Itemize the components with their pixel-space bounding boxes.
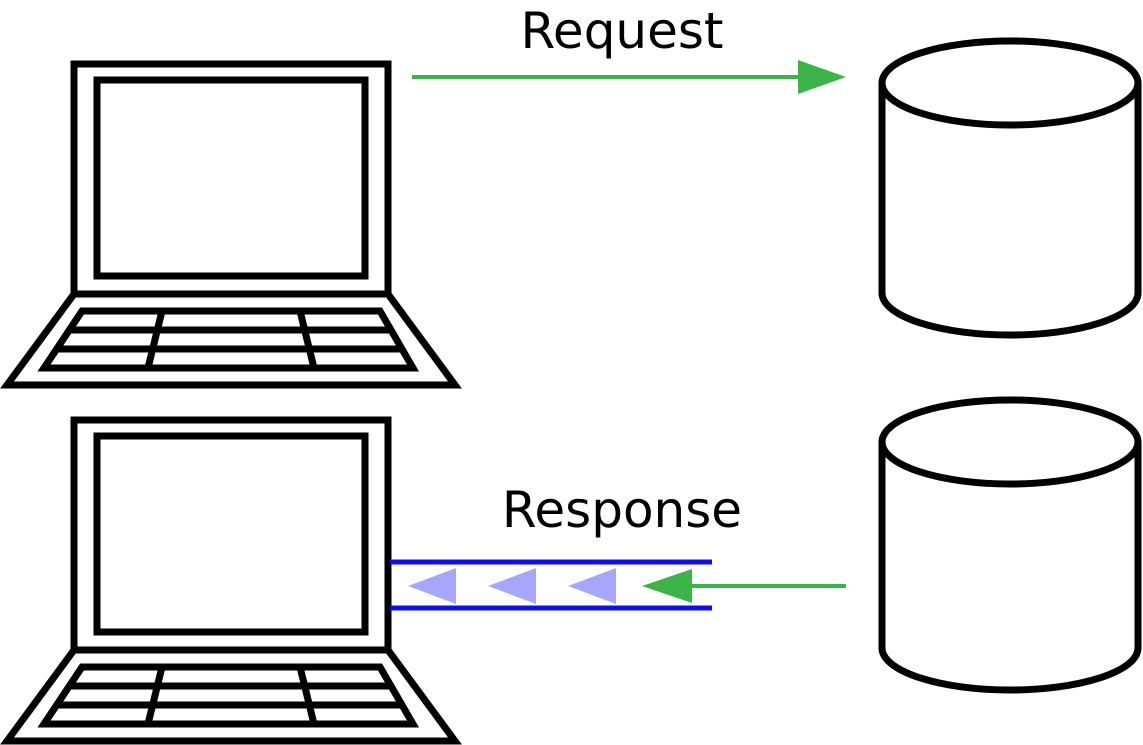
keyboard-column-line [296, 666, 318, 725]
response-packet-icon [568, 568, 616, 604]
keyboard-column-line [144, 666, 166, 725]
laptop-screen-frame [70, 416, 392, 654]
laptop-screen-frame [70, 60, 392, 298]
request-connection: Request [412, 2, 846, 94]
laptop-keyboard [37, 307, 420, 372]
cylinder-body [878, 83, 1142, 339]
laptop-screen [93, 76, 369, 280]
response-label: Response [502, 481, 742, 539]
response-arrow-head-icon [642, 569, 692, 603]
laptop-screen [93, 432, 369, 636]
response-connection: Response [390, 481, 846, 611]
laptop-base [0, 646, 462, 745]
database-cylinder-icon [878, 396, 1142, 694]
cylinder-body [878, 442, 1142, 694]
cylinder-top [878, 396, 1142, 488]
server-database-top [878, 37, 1142, 339]
laptop-icon [0, 60, 462, 389]
client-laptop-top [0, 60, 462, 389]
laptop-keyboard [37, 663, 420, 728]
request-arrow-head-icon [798, 60, 846, 94]
cylinder-top [878, 37, 1142, 129]
response-packet-icon [488, 568, 536, 604]
laptop-base [0, 290, 462, 389]
keyboard-column-line [296, 310, 318, 369]
request-label: Request [520, 2, 723, 60]
server-database-bottom [878, 396, 1142, 694]
database-cylinder-icon [878, 37, 1142, 339]
laptop-icon [0, 416, 462, 745]
client-laptop-bottom [0, 416, 462, 745]
keyboard-column-line [144, 310, 166, 369]
response-packet-icon [408, 568, 456, 604]
